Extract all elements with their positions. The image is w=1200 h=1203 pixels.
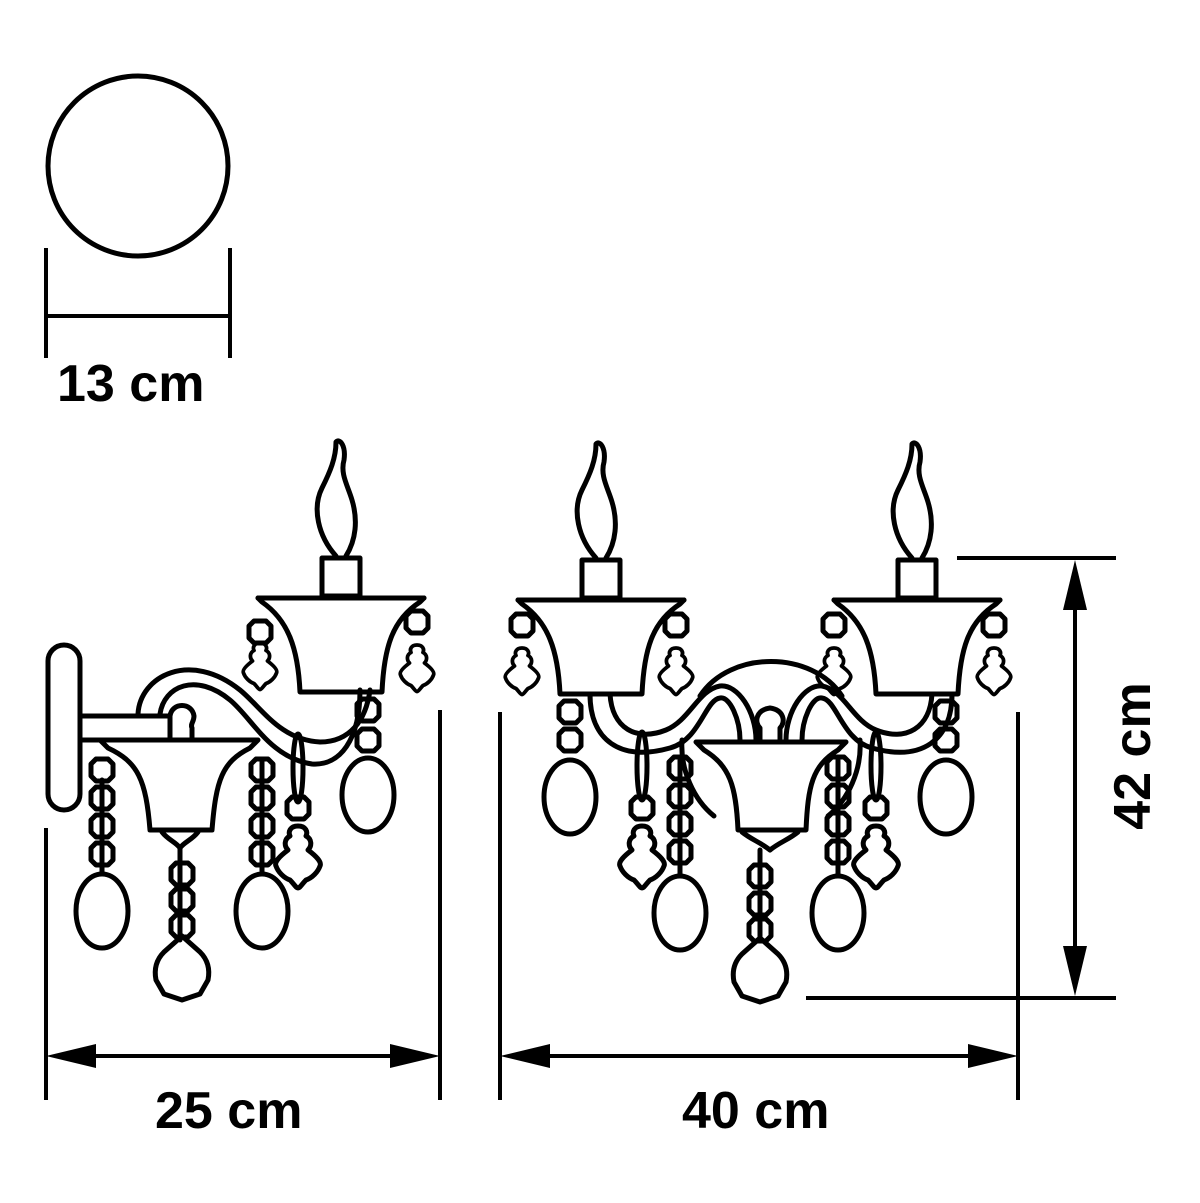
depth-label: 25 cm xyxy=(155,1082,303,1140)
height-label: 42 cm xyxy=(1104,682,1162,830)
width-dimension xyxy=(498,712,1020,1100)
lower-cup-side xyxy=(97,737,261,833)
wall-plate-circle xyxy=(45,73,231,259)
wall-plate-view xyxy=(44,73,232,358)
side-view-sconce xyxy=(45,441,436,1000)
candle-cup-side xyxy=(258,441,424,692)
diameter-label: 13 cm xyxy=(57,355,205,413)
center-cup xyxy=(693,739,849,833)
candle-cup-left xyxy=(518,443,684,694)
height-dimension xyxy=(806,556,1116,1000)
backplate-side xyxy=(45,642,83,813)
front-view-sconce xyxy=(503,443,1013,1002)
backplate-front xyxy=(697,659,845,699)
width-label: 40 cm xyxy=(682,1082,830,1140)
candle-cup-right xyxy=(834,443,1000,694)
depth-dimension xyxy=(44,710,442,1100)
